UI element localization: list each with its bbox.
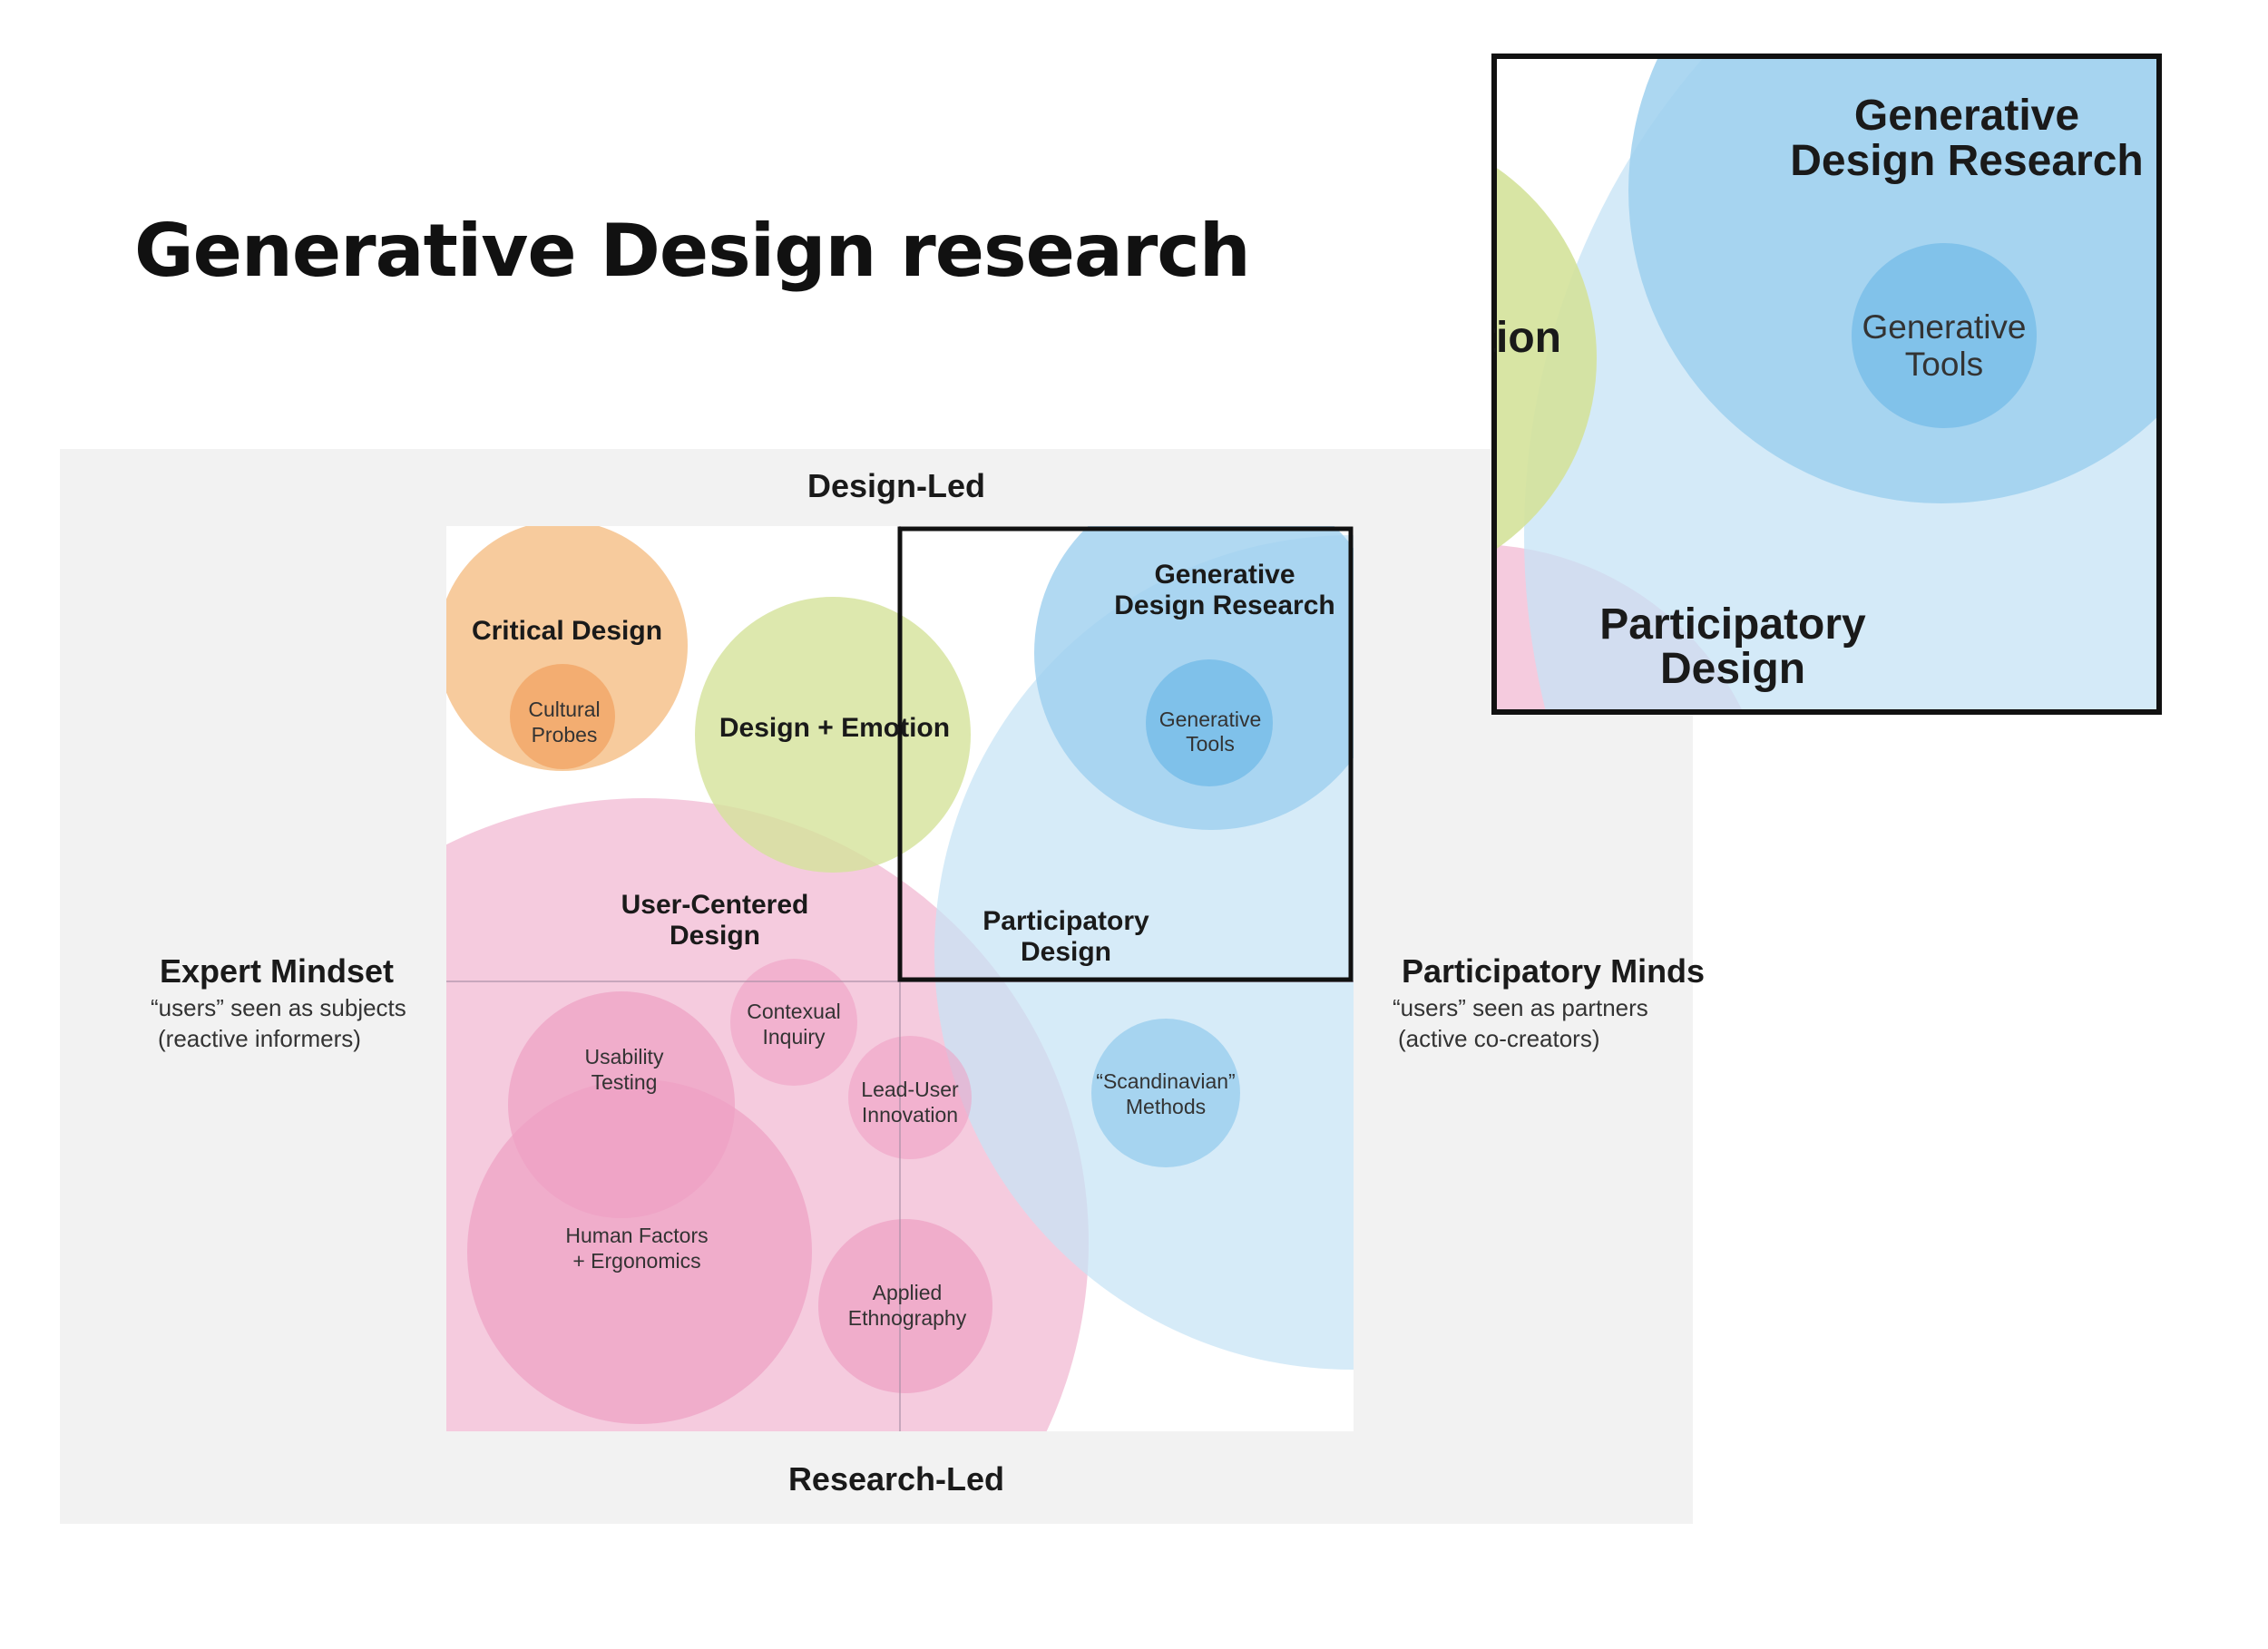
generative-tools-label-2: Tools	[1186, 732, 1235, 756]
axis-bottom-label: Research-Led	[788, 1460, 1004, 1498]
left-subtext-2: (reactive informers)	[158, 1025, 361, 1052]
zoom-generative-tools-circle	[1852, 243, 2037, 428]
lead-user-innovation-circle	[848, 1036, 972, 1159]
generative-tools-label-1: Generative	[1159, 707, 1262, 731]
generative-design-research-label-2: Design Research	[1114, 590, 1334, 620]
user-centered-design-label-2: Design	[670, 921, 760, 951]
slide-title: Generative Design research	[134, 209, 1251, 293]
contextual-inquiry-label-1: Contexual	[747, 1000, 841, 1023]
generative-tools-circle	[1146, 659, 1273, 786]
right-subtext-1: “users” seen as partners	[1393, 994, 1648, 1021]
generative-design-research-label-1: Generative	[1154, 560, 1295, 590]
axis-top-label: Design-Led	[807, 467, 985, 504]
cultural-probes-circle	[510, 664, 615, 769]
scandinavian-methods-label-2: Methods	[1126, 1095, 1206, 1118]
lead-user-innovation-label-2: Innovation	[862, 1103, 958, 1127]
right-subtext-2: (active co-creators)	[1398, 1025, 1600, 1052]
zoom-inset-circles	[1494, 56, 2159, 712]
scandinavian-methods-circle	[1091, 1019, 1240, 1167]
zoom-emotion-circle	[1494, 166, 1597, 551]
zoom-generative-tools-label-1: Generative	[1862, 308, 2027, 346]
usability-testing-label-1: Usability	[585, 1045, 664, 1068]
human-factors-label-1: Human Factors	[565, 1224, 708, 1247]
zoom-highlight-box	[897, 526, 1354, 982]
user-centered-design-label-1: User-Centered	[621, 890, 809, 920]
cultural-probes-label-1: Cultural	[528, 698, 600, 721]
zoom-partial-emotion-label: tion	[1481, 314, 1561, 362]
right-heading: Participatory Minds	[1402, 952, 1705, 990]
human-factors-label-2: + Ergonomics	[572, 1249, 700, 1273]
zoom-participatory-label-2: Design	[1660, 645, 1805, 693]
zoom-gdr-label-2: Design Research	[1790, 137, 2144, 185]
critical-design-circle	[446, 526, 688, 771]
applied-ethnography-label-2: Ethnography	[848, 1306, 967, 1330]
left-subtext-1: “users” seen as subjects	[151, 994, 406, 1021]
scandinavian-methods-label-1: “Scandinavian”	[1096, 1069, 1235, 1093]
participatory-design-label-2: Design	[1021, 937, 1111, 967]
left-heading: Expert Mindset	[160, 952, 394, 990]
applied-ethnography-circle	[818, 1219, 992, 1393]
critical-design-label: Critical Design	[472, 616, 662, 646]
zoom-participatory-label-1: Participatory	[1599, 600, 1866, 649]
contextual-inquiry-label-2: Inquiry	[762, 1025, 826, 1049]
participatory-design-label-1: Participatory	[982, 906, 1149, 936]
cultural-probes-label-2: Probes	[532, 723, 598, 746]
design-emotion-label: Design + Emotion	[719, 713, 950, 743]
lead-user-innovation-label-1: Lead-User	[861, 1078, 959, 1101]
zoom-gdr-label-1: Generative	[1854, 92, 2079, 140]
contextual-inquiry-circle	[730, 959, 857, 1086]
zoom-inset-frame	[1491, 54, 2162, 715]
zoom-generative-tools-label-2: Tools	[1905, 346, 1983, 383]
usability-testing-circle	[508, 991, 735, 1218]
applied-ethnography-label-1: Applied	[873, 1281, 943, 1304]
usability-testing-label-2: Testing	[591, 1070, 658, 1094]
